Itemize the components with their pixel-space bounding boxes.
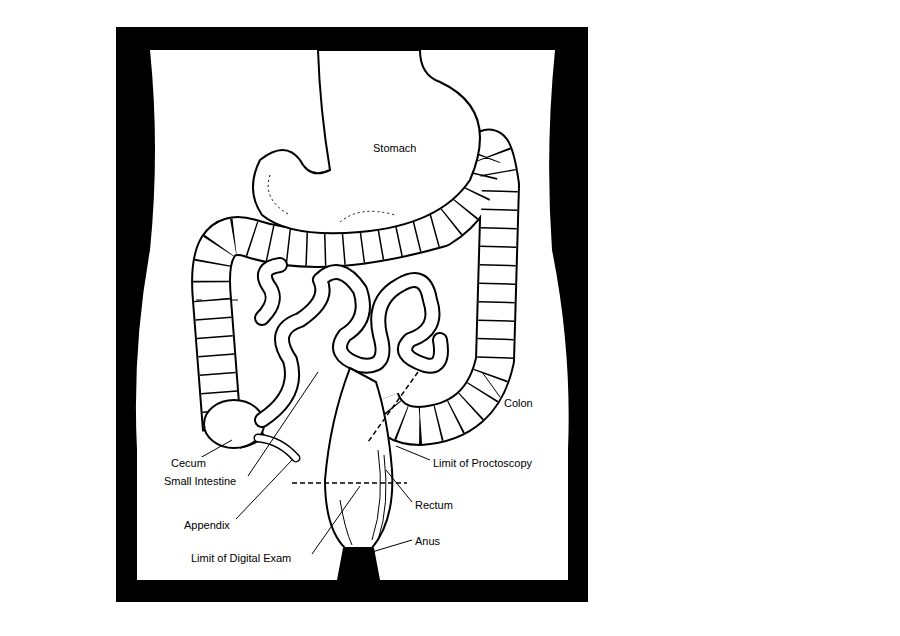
torso <box>136 50 569 580</box>
part-label: Limit of Proctoscopy <box>432 457 533 470</box>
part-label: Colon <box>503 397 534 410</box>
part-label: Stomach <box>372 142 417 155</box>
proctoscopy-limit <box>368 372 418 442</box>
appendix <box>258 438 296 458</box>
part-label: Rectum <box>414 499 454 512</box>
part-label: Small Intestine <box>163 475 237 488</box>
frame <box>116 27 588 602</box>
part-label: Limit of Digital Exam <box>190 552 292 565</box>
stomach <box>253 50 480 233</box>
part-label: Anus <box>414 535 441 548</box>
digital-exam-limit <box>292 482 407 484</box>
part-label: Cecum <box>170 457 207 470</box>
anus <box>337 548 380 580</box>
part-label: Appendix <box>183 519 231 532</box>
